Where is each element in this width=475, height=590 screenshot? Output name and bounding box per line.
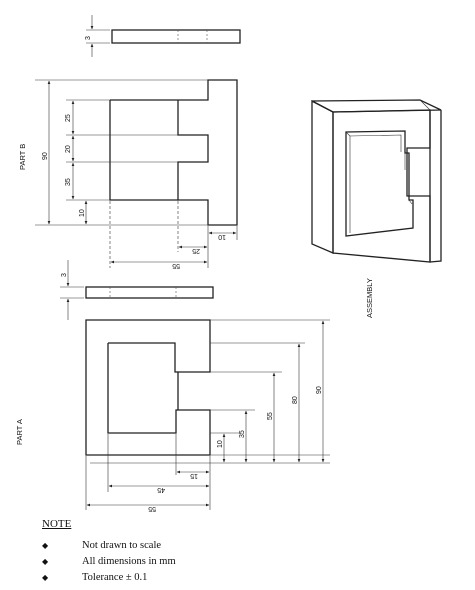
part-b-seg-top-label: 25 <box>65 114 72 122</box>
part-b-thickness-dim: 3 <box>85 15 110 57</box>
bullet-icon: ◆ <box>42 573 49 582</box>
part-a-top-view <box>85 286 214 299</box>
part-b-height-dim: 90 <box>35 79 208 226</box>
part-b-profile <box>110 79 238 226</box>
part-b-bottom-right-label: 10 <box>218 233 226 240</box>
part-b-width-dims: 10 25 55 <box>109 201 238 269</box>
bullet-icon: ◆ <box>42 541 49 550</box>
part-b-height-label: 90 <box>42 152 49 160</box>
part-b-top-view <box>111 29 241 44</box>
part-a-inner-profile <box>107 342 178 434</box>
part-a-label: PART A <box>15 419 24 445</box>
part-a-width-dims: 15 45 55 <box>85 434 211 512</box>
note-text: All dimensions in mm <box>82 556 176 567</box>
note-text: Not drawn to scale <box>82 540 162 551</box>
part-a-h35-label: 35 <box>239 430 246 438</box>
note-item: ◆ Tolerance ± 0.1 <box>42 570 176 586</box>
part-b-seg-base-label: 10 <box>79 209 86 217</box>
part-b-seg-mid-label: 20 <box>65 145 72 153</box>
part-b-thickness-label: 3 <box>85 36 92 40</box>
bullet-icon: ◆ <box>42 557 49 566</box>
part-b-width-total-label: 55 <box>172 262 180 269</box>
part-a-w55-label: 55 <box>148 505 156 512</box>
note-item: ◆ Not drawn to scale <box>42 538 176 554</box>
part-a-h10-label: 10 <box>217 440 224 448</box>
part-b: 3 90 25 20 35 10 <box>18 15 241 269</box>
note-text: Tolerance ± 0.1 <box>82 572 148 583</box>
part-a-outer-profile <box>85 319 211 456</box>
part-b-width-inner-label: 25 <box>192 247 200 254</box>
part-b-segment-dims: 25 20 35 10 <box>65 99 178 225</box>
part-a-h90-label: 90 <box>316 386 323 394</box>
note-item: ◆ All dimensions in mm <box>42 554 176 570</box>
part-a-w45-label: 45 <box>157 486 165 493</box>
assembly-label: ASSEMBLY <box>365 278 374 318</box>
assembly-view: ASSEMBLY <box>311 99 442 318</box>
part-a: 3 10 35 55 80 90 <box>15 260 330 512</box>
part-b-label: PART B <box>18 144 27 170</box>
part-a-thickness-dim: 3 <box>60 260 84 320</box>
assembly-front-face <box>332 109 431 263</box>
part-a-w15-label: 15 <box>190 472 198 479</box>
part-b-seg-bot-label: 35 <box>65 178 72 186</box>
notes-title: NOTE <box>42 518 72 530</box>
notes-section: NOTE ◆ Not drawn to scale ◆ All dimensio… <box>42 518 176 586</box>
part-a-height-dims: 10 35 55 80 90 <box>90 319 330 464</box>
part-a-h80-label: 80 <box>292 396 299 404</box>
part-a-h55-label: 55 <box>267 412 274 420</box>
part-a-thickness-label: 3 <box>61 273 68 277</box>
